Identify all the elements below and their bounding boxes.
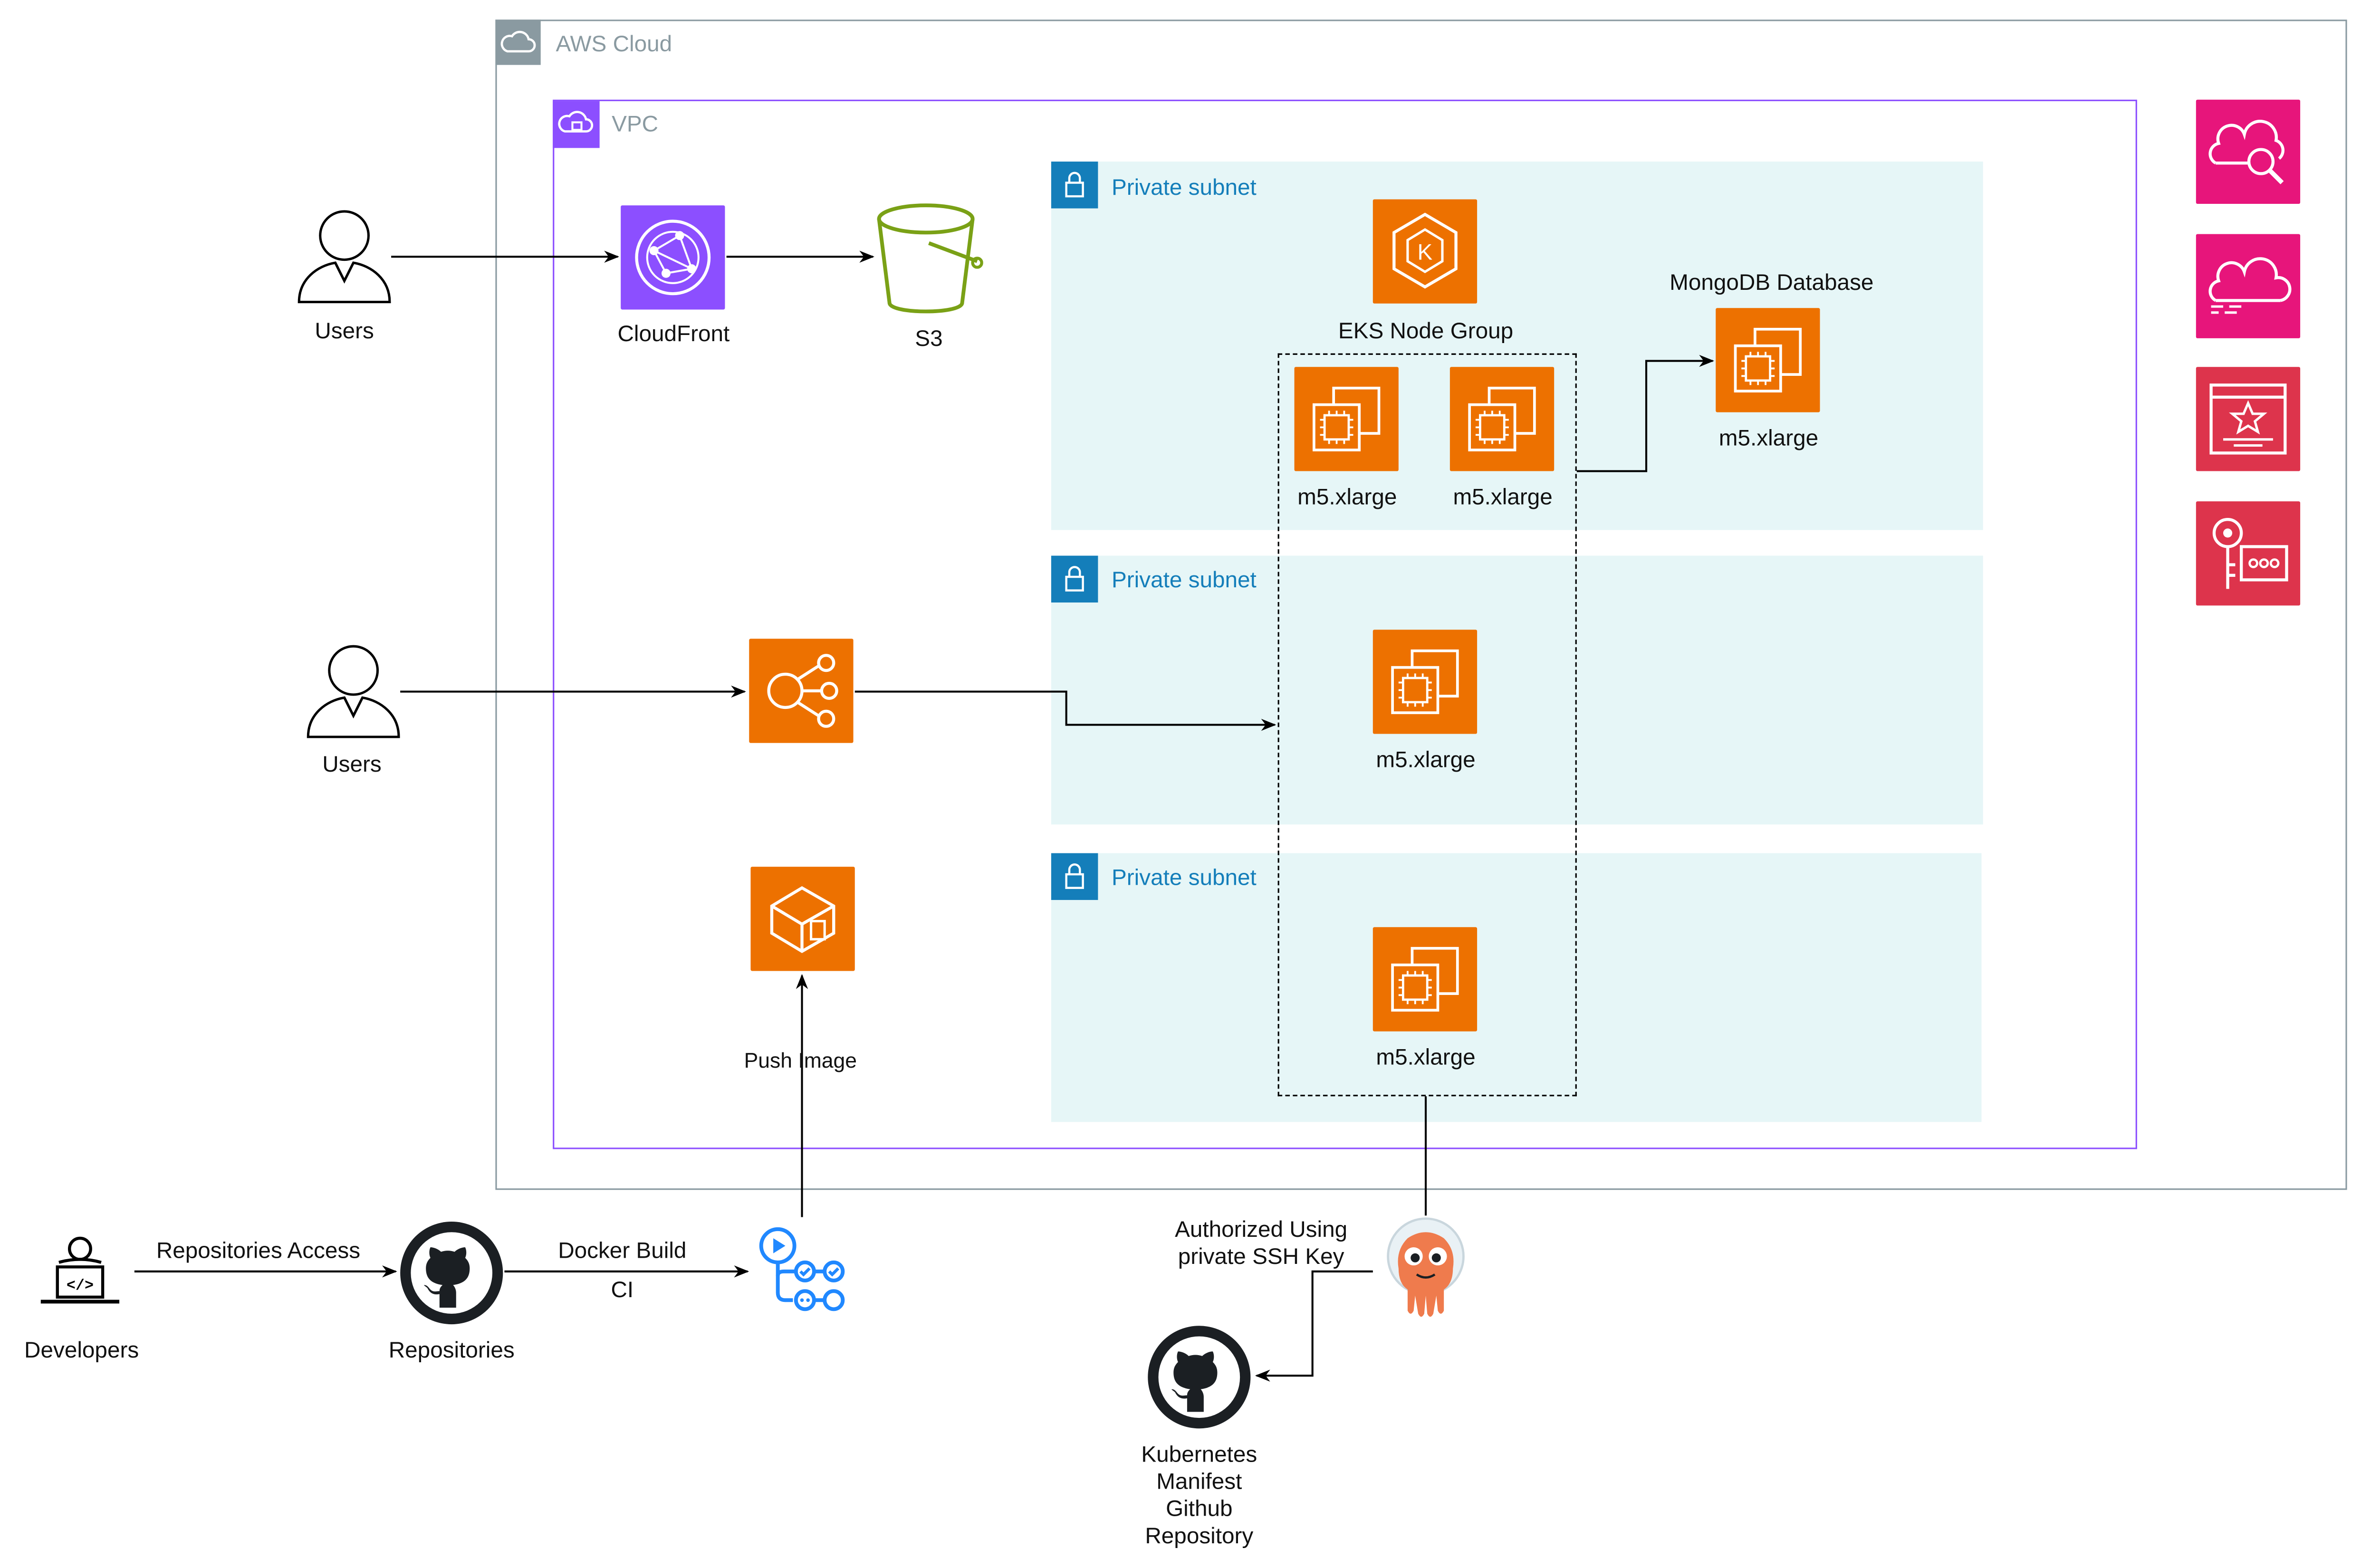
kubernetes-repo-label: Kubernetes Manifest Github Repository: [1141, 1442, 1257, 1549]
eks-icon: K: [1372, 199, 1478, 304]
cloudfront-icon: [621, 205, 725, 310]
subnet-2-label: Private subnet: [1112, 567, 1257, 593]
cloudwatch-icon: [2196, 99, 2301, 204]
edge-argocd-to-manifest-repo: [1255, 1270, 1373, 1382]
secrets-manager-icon: [2196, 501, 2301, 606]
instance-2-label: m5.xlarge: [1453, 485, 1553, 511]
s3-bucket-icon: [874, 201, 983, 316]
github-icon: [399, 1220, 504, 1326]
mongodb-instance-label: m5.xlarge: [1718, 426, 1819, 452]
ec2-instance-icon: [1716, 308, 1820, 412]
waf-icon: [2196, 367, 2301, 471]
authorized-ssh-label: Authorized Using private SSH Key: [1175, 1217, 1348, 1270]
eks-node-group-boundary: [1277, 353, 1577, 1097]
private-subnet-3: [1051, 853, 1982, 1122]
vpc-icon: [553, 101, 600, 148]
repositories-label: Repositories: [388, 1338, 515, 1364]
s3-label: S3: [915, 326, 943, 352]
subnet-1-label: Private subnet: [1112, 175, 1257, 201]
eks-node-group-label: EKS Node Group: [1338, 318, 1514, 344]
aws-cloud-label: AWS Cloud: [556, 31, 672, 57]
docker-build-label: Docker Build: [558, 1238, 687, 1264]
instance-3-label: m5.xlarge: [1376, 747, 1476, 774]
ec2-instance-icon: [1449, 367, 1555, 471]
user-icon: [296, 207, 393, 306]
ci-label: CI: [611, 1277, 634, 1303]
vpc-group: [553, 99, 2137, 1149]
ec2-instance-icon: [1372, 630, 1478, 734]
cloudfront-functions-icon: [2196, 234, 2301, 338]
elastic-load-balancer-icon: [749, 639, 854, 743]
users-mid-label: Users: [322, 752, 382, 778]
user-icon: [305, 642, 402, 742]
developer-icon: </>: [38, 1235, 122, 1311]
instance-4-label: m5.xlarge: [1376, 1045, 1476, 1071]
users-top-label: Users: [315, 318, 374, 344]
repositories-access-label: Repositories Access: [156, 1238, 361, 1264]
argocd-icon: [1383, 1217, 1468, 1322]
aws-cloud-group: [495, 19, 2347, 1190]
ecr-icon: [750, 867, 855, 971]
github-icon: [1146, 1324, 1252, 1430]
lock-icon: [1051, 162, 1098, 209]
private-subnet-2: [1051, 555, 1983, 825]
cloudfront-label: CloudFront: [617, 321, 730, 347]
subnet-3-label: Private subnet: [1112, 865, 1257, 891]
mongodb-title: MongoDB Database: [1670, 270, 1874, 296]
developers-label: Developers: [24, 1338, 139, 1364]
lock-icon: [1051, 853, 1098, 900]
vpc-label: VPC: [612, 112, 659, 138]
lock-icon: [1051, 555, 1098, 603]
push-image-label: Push Image: [744, 1048, 857, 1072]
svg-text:K: K: [1418, 240, 1433, 265]
svg-text:</>: </>: [67, 1277, 94, 1294]
instance-1-label: m5.xlarge: [1297, 485, 1397, 511]
ec2-instance-icon: [1294, 367, 1399, 471]
ec2-instance-icon: [1372, 927, 1478, 1032]
aws-cloud-icon: [495, 19, 541, 65]
github-actions-icon: [754, 1226, 847, 1317]
